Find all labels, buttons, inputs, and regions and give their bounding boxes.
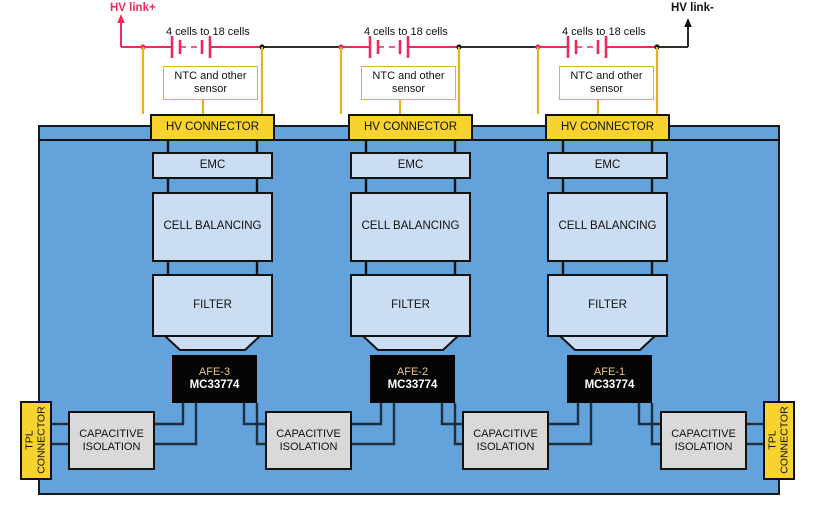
cell-balancing-label: CELL BALANCING <box>558 220 657 233</box>
emc-label: EMC <box>397 158 424 171</box>
hv-link-minus-lead <box>654 18 692 50</box>
bus-link-2-1 <box>456 44 556 50</box>
hv-link-plus-lead <box>117 14 125 47</box>
filter-label: FILTER <box>193 298 232 311</box>
emc-block-2[interactable]: EMC <box>350 152 471 179</box>
emc-label: EMC <box>594 158 621 171</box>
cap-iso-line2: ISOLATION <box>476 440 535 453</box>
emc-block-3[interactable]: EMC <box>152 152 273 179</box>
cells-note-2: 4 cells to 18 cells <box>364 26 448 38</box>
afe-block-1[interactable]: AFE-1 MC33774 <box>567 355 652 403</box>
afe-block-2[interactable]: AFE-2 MC33774 <box>370 355 455 403</box>
afe-part-label: MC33774 <box>189 378 240 391</box>
cells-note-3: 4 cells to 18 cells <box>166 26 250 38</box>
cell-string-3 <box>121 36 262 58</box>
ntc-label-line1: NTC and other <box>570 70 643 83</box>
afe-block-3[interactable]: AFE-3 MC33774 <box>172 355 257 403</box>
filter-block-3[interactable]: FILTER <box>152 274 273 337</box>
bus-link-3-2 <box>259 44 359 50</box>
filter-label: FILTER <box>588 298 627 311</box>
hv-connector-label: HV CONNECTOR <box>560 120 655 133</box>
cell-balancing-label: CELL BALANCING <box>163 220 262 233</box>
cells-note-1: 4 cells to 18 cells <box>562 26 646 38</box>
capacitive-isolation-3[interactable]: CAPACITIVE ISOLATION <box>462 411 549 470</box>
hv-link-plus-label: HV link+ <box>110 2 156 14</box>
cap-iso-line2: ISOLATION <box>82 440 141 453</box>
cap-iso-line1: CAPACITIVE <box>79 427 144 440</box>
cell-balancing-block-3[interactable]: CELL BALANCING <box>152 192 273 262</box>
tpl-line1: TPL <box>766 430 779 451</box>
cap-iso-line2: ISOLATION <box>674 440 733 453</box>
ntc-sensor-box-3[interactable]: NTC and other sensor <box>163 66 258 100</box>
hv-connector-2[interactable]: HV CONNECTOR <box>348 114 473 141</box>
cap-iso-line1: CAPACITIVE <box>276 427 341 440</box>
afe-name-label: AFE-3 <box>198 366 231 379</box>
capacitive-isolation-1[interactable]: CAPACITIVE ISOLATION <box>68 411 155 470</box>
afe-part-label: MC33774 <box>387 378 438 391</box>
ntc-sensor-box-1[interactable]: NTC and other sensor <box>559 66 654 100</box>
emc-label: EMC <box>199 158 226 171</box>
ntc-label-line1: NTC and other <box>174 70 247 83</box>
hv-connector-label: HV CONNECTOR <box>165 120 260 133</box>
ntc-label-line1: NTC and other <box>372 70 445 83</box>
cell-balancing-block-2[interactable]: CELL BALANCING <box>350 192 471 262</box>
cell-string-1 <box>535 36 657 58</box>
afe-part-label: MC33774 <box>584 378 635 391</box>
cell-string-2 <box>338 36 459 58</box>
tpl-line1: TPL <box>23 430 36 451</box>
ntc-label-line2: sensor <box>589 83 624 95</box>
afe-name-label: AFE-1 <box>593 366 626 379</box>
filter-label: FILTER <box>391 298 430 311</box>
cap-iso-line2: ISOLATION <box>279 440 338 453</box>
emc-block-1[interactable]: EMC <box>547 152 668 179</box>
cell-balancing-block-1[interactable]: CELL BALANCING <box>547 192 668 262</box>
filter-block-1[interactable]: FILTER <box>547 274 668 337</box>
hv-connector-3[interactable]: HV CONNECTOR <box>150 114 275 141</box>
cap-iso-line1: CAPACITIVE <box>671 427 736 440</box>
afe-name-label: AFE-2 <box>396 366 429 379</box>
filter-block-2[interactable]: FILTER <box>350 274 471 337</box>
tpl-line2: CONNECTOR <box>36 406 49 475</box>
cell-balancing-label: CELL BALANCING <box>361 220 460 233</box>
hv-connector-1[interactable]: HV CONNECTOR <box>545 114 670 141</box>
ntc-sensor-box-2[interactable]: NTC and other sensor <box>361 66 456 100</box>
cap-iso-line1: CAPACITIVE <box>473 427 538 440</box>
hv-connector-label: HV CONNECTOR <box>363 120 458 133</box>
capacitive-isolation-4[interactable]: CAPACITIVE ISOLATION <box>660 411 747 470</box>
capacitive-isolation-2[interactable]: CAPACITIVE ISOLATION <box>265 411 352 470</box>
ntc-label-line2: sensor <box>193 83 228 95</box>
ntc-label-line2: sensor <box>391 83 426 95</box>
hv-link-minus-label: HV link- <box>671 2 714 14</box>
tpl-line2: CONNECTOR <box>779 406 792 475</box>
